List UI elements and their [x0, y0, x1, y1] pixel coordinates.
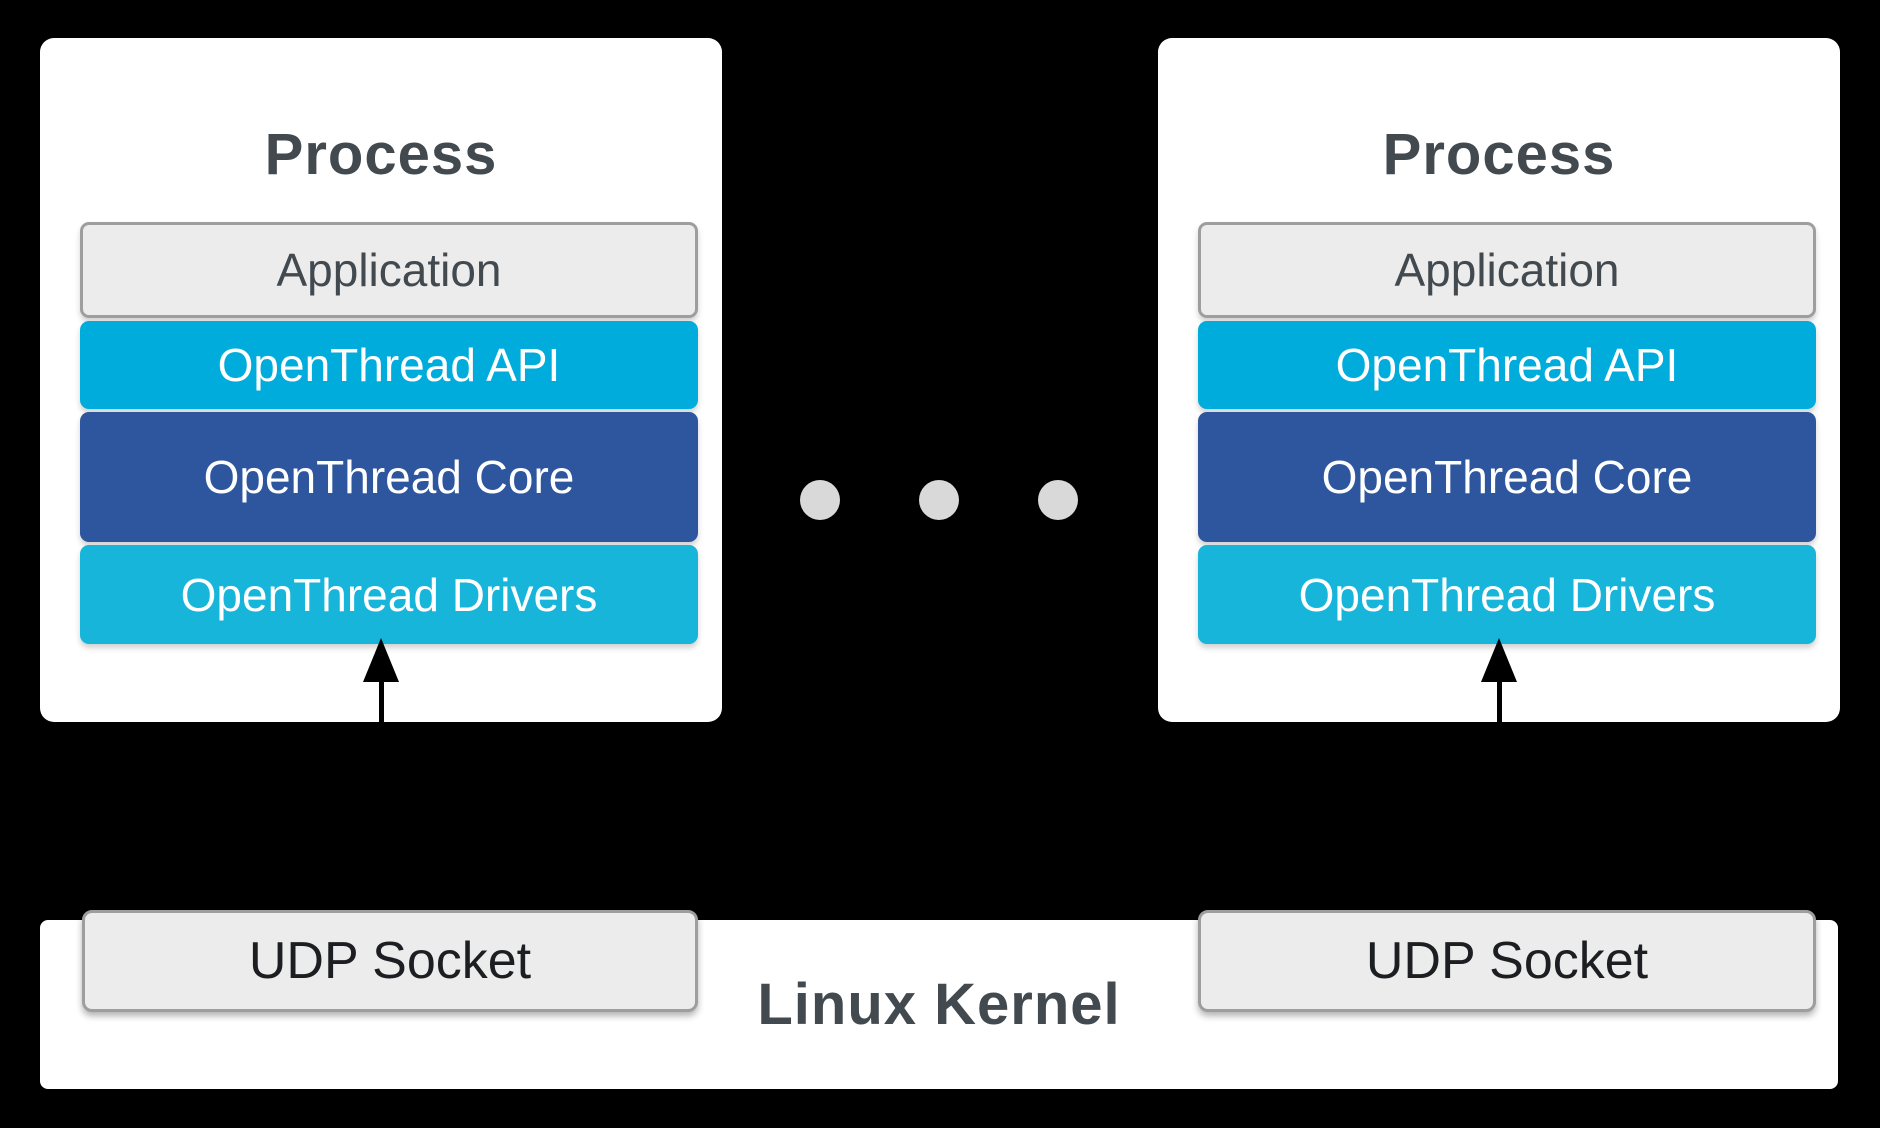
- layer-openthread-drivers: OpenThread Drivers: [80, 545, 698, 644]
- layer-openthread-core: OpenThread Core: [1198, 412, 1816, 542]
- layer-stack: Application OpenThread API OpenThread Co…: [1198, 222, 1816, 644]
- process-title: Process: [1382, 122, 1616, 187]
- layer-openthread-api: OpenThread API: [1198, 321, 1816, 409]
- linux-kernel-bar: Linux Kernel UDP Socket UDP Socket: [40, 910, 1838, 1089]
- arrow-head: [363, 638, 399, 682]
- process-box-right: Process Application OpenThread API OpenT…: [1158, 38, 1840, 722]
- dot-icon: [919, 480, 959, 520]
- layer-openthread-core: OpenThread Core: [80, 412, 698, 542]
- udp-socket-left: UDP Socket: [82, 910, 698, 1012]
- ellipsis-dots-icon: [800, 480, 1078, 520]
- arrow-stem: [1496, 682, 1502, 722]
- layer-application: Application: [1198, 222, 1816, 318]
- arrow-head: [1481, 638, 1517, 682]
- process-title: Process: [264, 122, 498, 187]
- dot-icon: [1038, 480, 1078, 520]
- layer-openthread-api: OpenThread API: [80, 321, 698, 409]
- linux-kernel-label: Linux Kernel: [757, 972, 1121, 1037]
- layer-application: Application: [80, 222, 698, 318]
- layer-stack: Application OpenThread API OpenThread Co…: [80, 222, 698, 644]
- udp-socket-right: UDP Socket: [1198, 910, 1816, 1012]
- dot-icon: [800, 480, 840, 520]
- arrow-up-icon: [1479, 638, 1519, 722]
- layer-openthread-drivers: OpenThread Drivers: [1198, 545, 1816, 644]
- process-box-left: Process Application OpenThread API OpenT…: [40, 38, 722, 722]
- arrow-stem: [378, 682, 384, 722]
- arrow-up-icon: [361, 638, 401, 722]
